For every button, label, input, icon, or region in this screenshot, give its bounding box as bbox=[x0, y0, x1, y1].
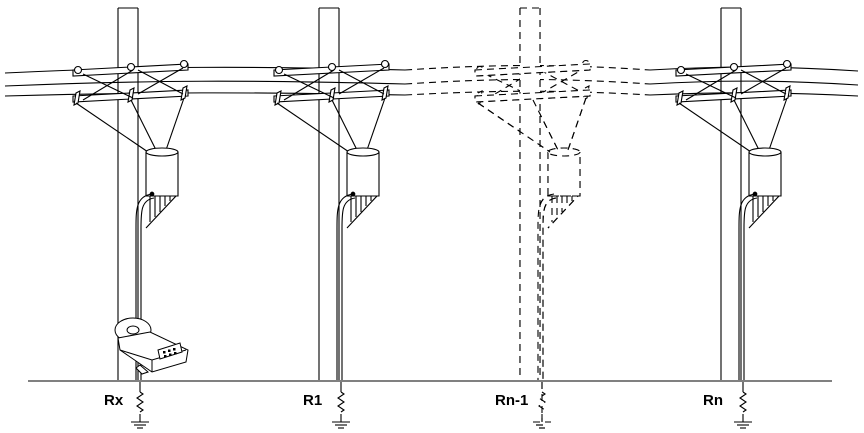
clamp-meter-icon bbox=[114, 317, 189, 375]
label-rn-1: Rn-1 bbox=[495, 392, 529, 409]
label-rx: Rx bbox=[104, 392, 124, 409]
pole-rn1-dash-overlay bbox=[474, 6, 591, 429]
label-rn: Rn bbox=[703, 392, 723, 409]
label-r1: R1 bbox=[303, 392, 323, 409]
pole-r1 bbox=[273, 7, 390, 429]
pole-rn bbox=[675, 7, 792, 429]
